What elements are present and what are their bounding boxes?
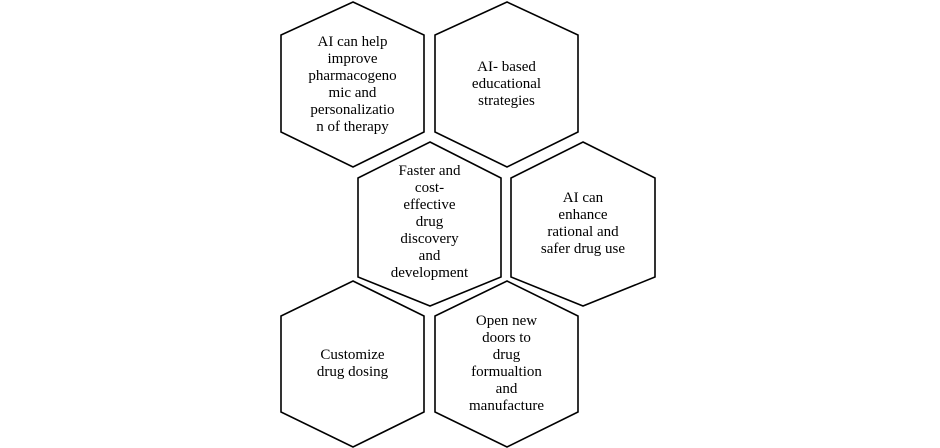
hexagon-text-education: AI- based educational strategies	[471, 59, 542, 109]
hexagon-pharmacogenomics	[280, 1, 425, 168]
hexagon-text-drug-discovery: Faster and cost- effective drug discover…	[390, 162, 469, 281]
hexagon-text-pharmacogenomics: AI can help improve pharmacogeno mic and…	[308, 33, 397, 135]
hexagon-rational-drug-use	[510, 141, 656, 307]
hexagon-education	[434, 1, 579, 168]
hexagon-text-drug-formulation: Open new doors to drug formualtion and m…	[469, 313, 544, 414]
hexagon-text-drug-dosing: Customize drug dosing	[316, 347, 389, 380]
hexagon-drug-dosing	[280, 280, 425, 448]
hexagon-drug-formulation	[434, 280, 579, 448]
hexagon-text-rational-drug-use: AI can enhance rational and safer drug u…	[540, 190, 626, 257]
hexagon-drug-discovery	[357, 141, 502, 307]
